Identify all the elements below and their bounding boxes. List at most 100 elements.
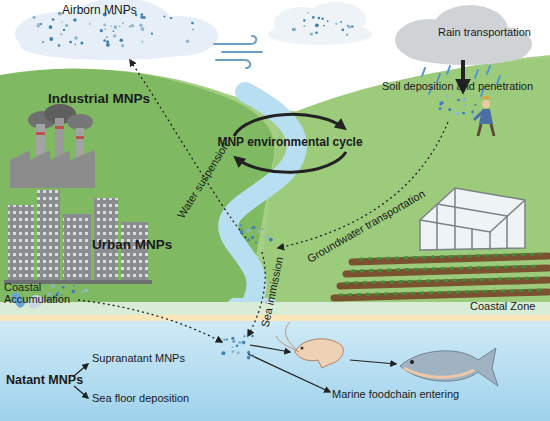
city-part [8, 205, 34, 281]
mnp-particles-part [139, 24, 142, 27]
mnp-particles [33, 12, 477, 360]
mnp-particles-part [221, 351, 225, 355]
mnp-particles-part [255, 242, 257, 244]
city [4, 190, 152, 284]
mnp-particles-part [114, 25, 118, 29]
mnp-particles-part [192, 29, 194, 31]
fields-part [340, 254, 540, 295]
clouds-part [268, 2, 372, 45]
mnp-particles-part [151, 33, 153, 35]
river [205, 92, 300, 322]
mnp-particles-part [248, 356, 251, 359]
mnp-particles-part [455, 111, 459, 115]
mnp-particles-part [246, 229, 250, 233]
mnp-particles-part [472, 114, 475, 117]
farmer-part [482, 100, 490, 108]
sea-arrows-part [74, 386, 88, 398]
flow-label: Supranatant MNPs [92, 352, 185, 364]
mnp-particles-part [69, 41, 72, 44]
land-part [0, 68, 274, 320]
mnp-particles-part [236, 344, 239, 347]
mnp-particles-part [122, 22, 124, 24]
flow-label: Airborn MNPs [62, 4, 137, 17]
mnp-particles-part [111, 25, 113, 27]
flow-label: Groundwater transportation [305, 187, 427, 264]
mnp-particles-part [232, 346, 234, 348]
clouds [15, 0, 532, 65]
shrimp [276, 322, 343, 368]
mnp-particles-part [140, 16, 143, 19]
mnp-particles-part [140, 13, 143, 16]
mnp-particles-part [474, 104, 476, 106]
mnp-particles-part [318, 17, 321, 20]
mnp-particles-part [89, 23, 91, 25]
rain-part [422, 68, 425, 76]
farmer-part [480, 96, 492, 99]
clouds-part [15, 0, 218, 60]
mnp-particles-part [464, 104, 466, 106]
mnp-particles-part [106, 36, 108, 38]
mnp-particles-part [441, 101, 444, 104]
clouds-part-part [268, 23, 372, 45]
sea-arrows-part [250, 345, 290, 352]
mnp-particles-part [303, 19, 305, 21]
greenhouse-part [437, 188, 507, 250]
fields [334, 254, 548, 298]
factory-part [36, 132, 45, 135]
wind-lines-part [222, 51, 262, 53]
mnp-particles-part [65, 24, 68, 27]
section-heading: Industrial MNPs [48, 92, 150, 107]
wind-lines-part [216, 60, 250, 68]
factory-part [55, 126, 64, 129]
section-heading: Natant MNPs [6, 374, 83, 388]
mnp-particles-part [340, 21, 342, 23]
mnp-particles-part [58, 12, 62, 16]
mnp-particles-part [81, 291, 84, 294]
greenhouse [420, 188, 525, 250]
mnp-particles-part [267, 236, 269, 238]
factory [10, 104, 95, 188]
mnp-particles-part [327, 20, 329, 22]
coastal-band [0, 302, 550, 421]
flow-label: Coastal Zone [470, 300, 535, 312]
cycle-arrows-part [236, 152, 346, 172]
mnp-particles-part [457, 99, 460, 102]
mnp-particles-part [247, 351, 250, 354]
mnp-particles-part [242, 341, 246, 345]
fish-part [410, 360, 414, 364]
mnp-particles-part [264, 236, 266, 238]
flow-label: Soil deposition and penetration [382, 80, 533, 92]
mnp-particles-part [226, 339, 228, 341]
sea-arrows-part [350, 360, 396, 364]
clouds-part-part [404, 39, 528, 65]
mnp-particles-part [312, 16, 315, 19]
mnp-particles-part [240, 224, 242, 226]
cycle-arrows-part [234, 114, 344, 136]
mnp-particles-part [42, 41, 44, 43]
mnp-particles-part [163, 16, 165, 18]
fields-part [346, 268, 548, 274]
mnp-particles-part [251, 236, 254, 239]
mnp-particles-part [462, 112, 465, 115]
mnp-particles-part [341, 28, 344, 31]
clouds-part-part [20, 32, 204, 60]
flow-label: Marine foodchain entering [332, 388, 459, 400]
mnp-particles-part [103, 39, 106, 42]
rain-part [447, 66, 450, 74]
mnp-particles-part [351, 25, 353, 27]
mnp-particles-part [49, 25, 53, 29]
mnp-particles-part [120, 38, 124, 42]
mnp-particles-part [74, 36, 78, 40]
mnp-particles-part [170, 17, 172, 19]
river-part [228, 92, 297, 306]
mnp-particles-part [121, 44, 124, 47]
mnp-particles-part [262, 228, 264, 230]
mnp-particles-part [252, 233, 254, 235]
mnp-particles-part [186, 40, 189, 43]
mnp-particles-part [100, 29, 103, 32]
mnp-particles-part [58, 12, 60, 14]
mnp-particles-part [471, 111, 474, 114]
mnp-particles-part [73, 18, 76, 21]
greenhouse-part [489, 232, 491, 250]
